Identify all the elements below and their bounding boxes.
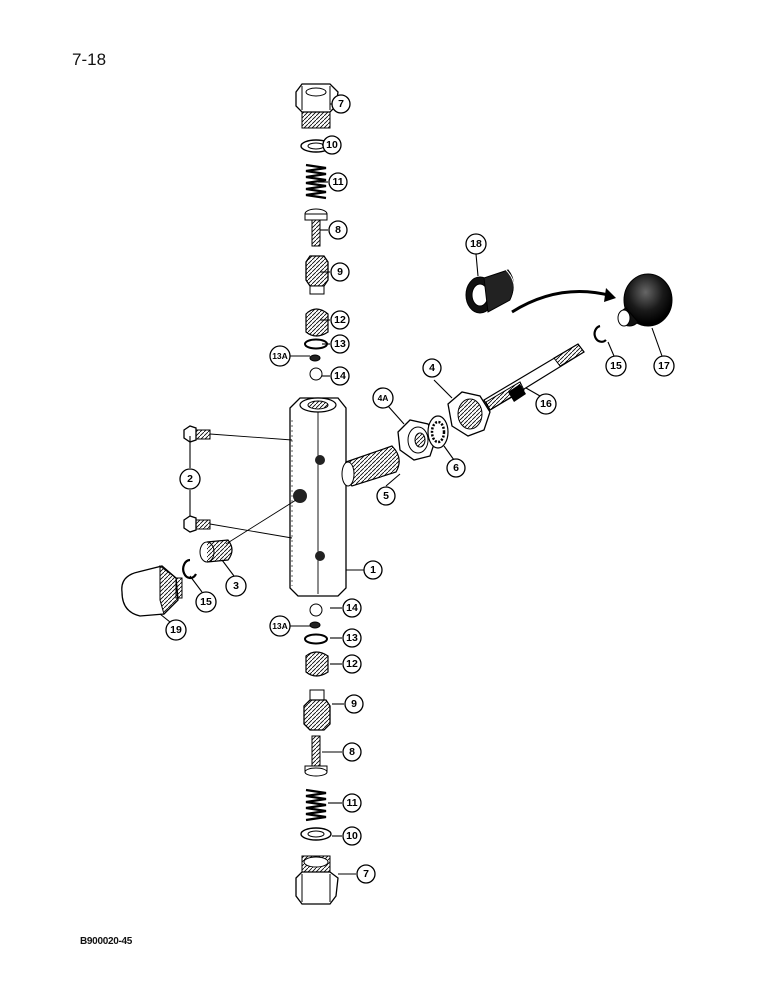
callout-18: 18 xyxy=(465,233,487,255)
svg-text:11: 11 xyxy=(332,176,343,188)
callout-16: 16 xyxy=(535,393,557,415)
oring-bottom-part xyxy=(304,633,328,645)
callout-9-bottom: 9 xyxy=(344,694,364,714)
boot-18-part xyxy=(465,269,515,314)
knob-17-part xyxy=(617,273,673,327)
callout-7-bottom: 7 xyxy=(356,864,376,884)
svg-text:16: 16 xyxy=(540,398,552,410)
callout-11-top: 11 xyxy=(328,172,348,192)
callout-15-right: 15 xyxy=(605,355,627,377)
nut-4-part xyxy=(447,391,491,437)
svg-text:7: 7 xyxy=(338,98,344,110)
callout-14-bottom: 14 xyxy=(342,598,362,618)
svg-text:9: 9 xyxy=(337,266,343,278)
ball-top-part xyxy=(309,367,323,381)
svg-text:13: 13 xyxy=(334,338,346,350)
assembly-arrowhead xyxy=(604,288,616,302)
lockwasher-6-part xyxy=(427,415,449,449)
callout-14-top: 14 xyxy=(330,366,350,386)
callout-4a: 4A xyxy=(372,387,394,409)
callout-13a-bottom: 13A xyxy=(269,615,291,637)
main-body-part xyxy=(289,397,347,597)
callout-6: 6 xyxy=(446,458,466,478)
svg-text:14: 14 xyxy=(346,602,358,614)
valve-bottom-part xyxy=(303,689,331,731)
spring-bottom-part xyxy=(305,788,327,822)
svg-text:19: 19 xyxy=(170,624,182,636)
svg-text:13A: 13A xyxy=(272,351,288,361)
screw-upper-part xyxy=(183,425,293,443)
svg-text:12: 12 xyxy=(346,658,358,670)
svg-text:9: 9 xyxy=(351,698,357,710)
shaft-16-part xyxy=(483,343,585,411)
fitting-3-part xyxy=(199,499,297,563)
svg-text:3: 3 xyxy=(233,580,239,592)
spring-top-part xyxy=(305,163,327,200)
assembly-arrow xyxy=(511,290,613,314)
callout-8-top: 8 xyxy=(328,220,348,240)
snap-ring-left-part xyxy=(182,558,197,580)
callout-10-top: 10 xyxy=(322,135,342,155)
seat-bottom-part xyxy=(305,651,329,677)
svg-text:17: 17 xyxy=(658,360,670,372)
svg-text:13: 13 xyxy=(346,632,358,644)
small-washer-top-part xyxy=(309,354,321,362)
callout-12-top: 12 xyxy=(330,310,350,330)
svg-text:8: 8 xyxy=(335,224,341,236)
page-number: 7-18 xyxy=(72,50,107,69)
callout-5: 5 xyxy=(376,486,396,506)
ball-bottom-part xyxy=(309,603,323,617)
pin-top-part xyxy=(304,208,328,247)
svg-text:15: 15 xyxy=(610,360,622,372)
svg-text:12: 12 xyxy=(334,314,346,326)
cap-19-part xyxy=(121,565,183,617)
callout-11-bottom: 11 xyxy=(342,793,362,813)
svg-text:5: 5 xyxy=(383,490,389,502)
callout-13-bottom: 13 xyxy=(342,628,362,648)
valve-top-part xyxy=(305,255,329,295)
washer-bottom-part xyxy=(300,827,332,841)
svg-text:10: 10 xyxy=(326,139,338,151)
plug-top-part xyxy=(295,83,339,129)
callout-19: 19 xyxy=(165,619,187,641)
fitting-5-part xyxy=(341,445,400,487)
pin-bottom-part xyxy=(304,735,328,777)
callout-3: 3 xyxy=(225,575,247,597)
svg-text:1: 1 xyxy=(370,564,376,576)
callout-13-top: 13 xyxy=(330,334,350,354)
callout-9-top: 9 xyxy=(330,262,350,282)
svg-text:18: 18 xyxy=(470,238,482,250)
svg-text:10: 10 xyxy=(346,830,358,842)
callout-17: 17 xyxy=(653,355,675,377)
seat-top-part xyxy=(305,308,329,337)
svg-text:14: 14 xyxy=(334,370,346,382)
callout-15-left: 15 xyxy=(195,591,217,613)
svg-text:15: 15 xyxy=(200,596,212,608)
callout-10-bottom: 10 xyxy=(342,826,362,846)
callout-4: 4 xyxy=(422,358,442,378)
callout-7-top: 7 xyxy=(331,94,351,114)
snap-ring-right-part xyxy=(593,324,607,343)
leader-lines xyxy=(159,103,663,875)
callout-1: 1 xyxy=(363,560,383,580)
svg-text:11: 11 xyxy=(346,797,357,809)
callout-8-bottom: 8 xyxy=(342,742,362,762)
svg-text:2: 2 xyxy=(187,473,193,485)
small-washer-bottom-part xyxy=(309,621,321,629)
callout-12-bottom: 12 xyxy=(342,654,362,674)
callout-2: 2 xyxy=(179,468,201,490)
svg-text:4: 4 xyxy=(429,362,435,374)
svg-text:4A: 4A xyxy=(378,393,389,403)
svg-text:6: 6 xyxy=(453,462,459,474)
screw-lower-part xyxy=(183,515,293,539)
svg-text:7: 7 xyxy=(363,868,369,880)
svg-text:13A: 13A xyxy=(272,621,288,631)
callout-13a-top: 13A xyxy=(269,345,291,367)
figure-code: B900020-45 xyxy=(80,936,133,947)
nut-4a-part xyxy=(397,419,437,461)
svg-text:8: 8 xyxy=(349,746,355,758)
plug-bottom-part xyxy=(295,855,339,905)
